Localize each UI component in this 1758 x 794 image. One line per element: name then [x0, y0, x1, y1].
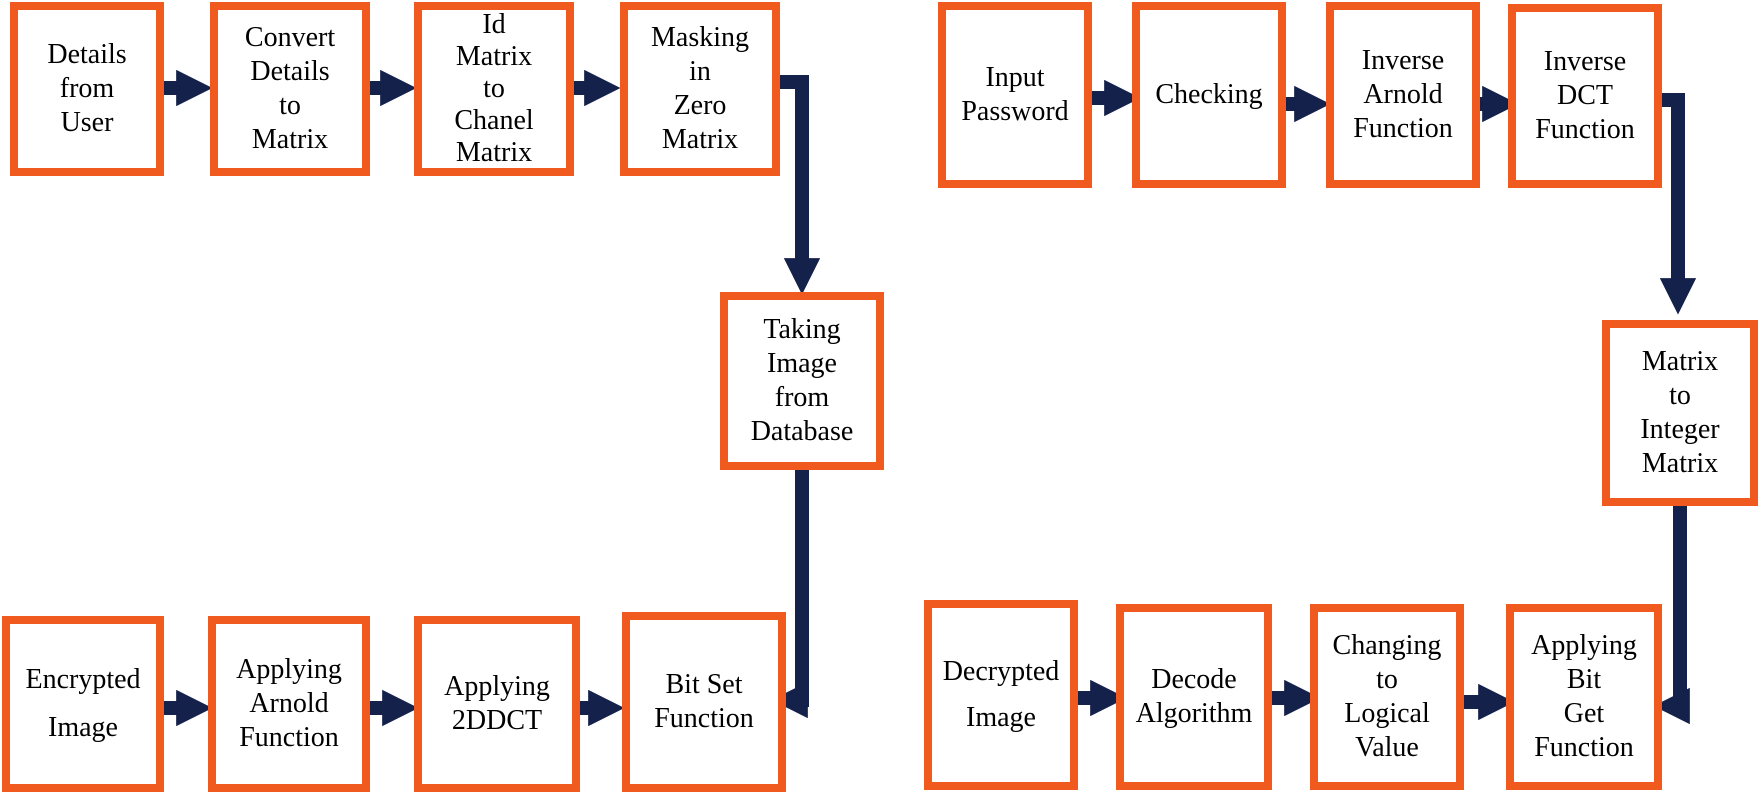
box-masking-zero-matrix: Masking in Zero Matrix — [620, 2, 780, 176]
box-applying-arnold: Applying Arnold Function — [208, 616, 370, 792]
arrow-matrix-integer-to-bit-get — [1653, 504, 1690, 725]
box-inverse-arnold: Inverse Arnold Function — [1326, 2, 1480, 188]
box-checking: Checking — [1132, 2, 1286, 188]
box-encrypted-image: Encrypted Image — [2, 616, 164, 792]
arrow-masking-to-taking-image — [780, 75, 821, 295]
arrow-taking-image-to-bitset — [771, 466, 809, 719]
box-decode-algorithm: Decode Algorithm — [1116, 604, 1272, 790]
box-bit-set-function: Bit Set Function — [622, 612, 786, 792]
box-matrix-to-integer: Matrix to Integer Matrix — [1602, 320, 1758, 506]
box-id-matrix: Id Matrix to Chanel Matrix — [414, 2, 574, 176]
box-applying-2ddct: Applying 2DDCT — [414, 616, 580, 792]
box-convert-details: Convert Details to Matrix — [210, 2, 370, 176]
box-input-password: Input Password — [938, 2, 1092, 188]
box-taking-image-database: Taking Image from Database — [720, 292, 884, 470]
box-applying-bit-get: Applying Bit Get Function — [1506, 604, 1662, 790]
arrow-inverse-dct-to-matrix-integer — [1659, 93, 1697, 315]
box-inverse-dct: Inverse DCT Function — [1508, 4, 1662, 188]
box-changing-logical-value: Changing to Logical Value — [1310, 604, 1464, 790]
box-details-from-user: Details from User — [10, 2, 164, 176]
box-decrypted-image: Decrypted Image — [924, 600, 1078, 790]
